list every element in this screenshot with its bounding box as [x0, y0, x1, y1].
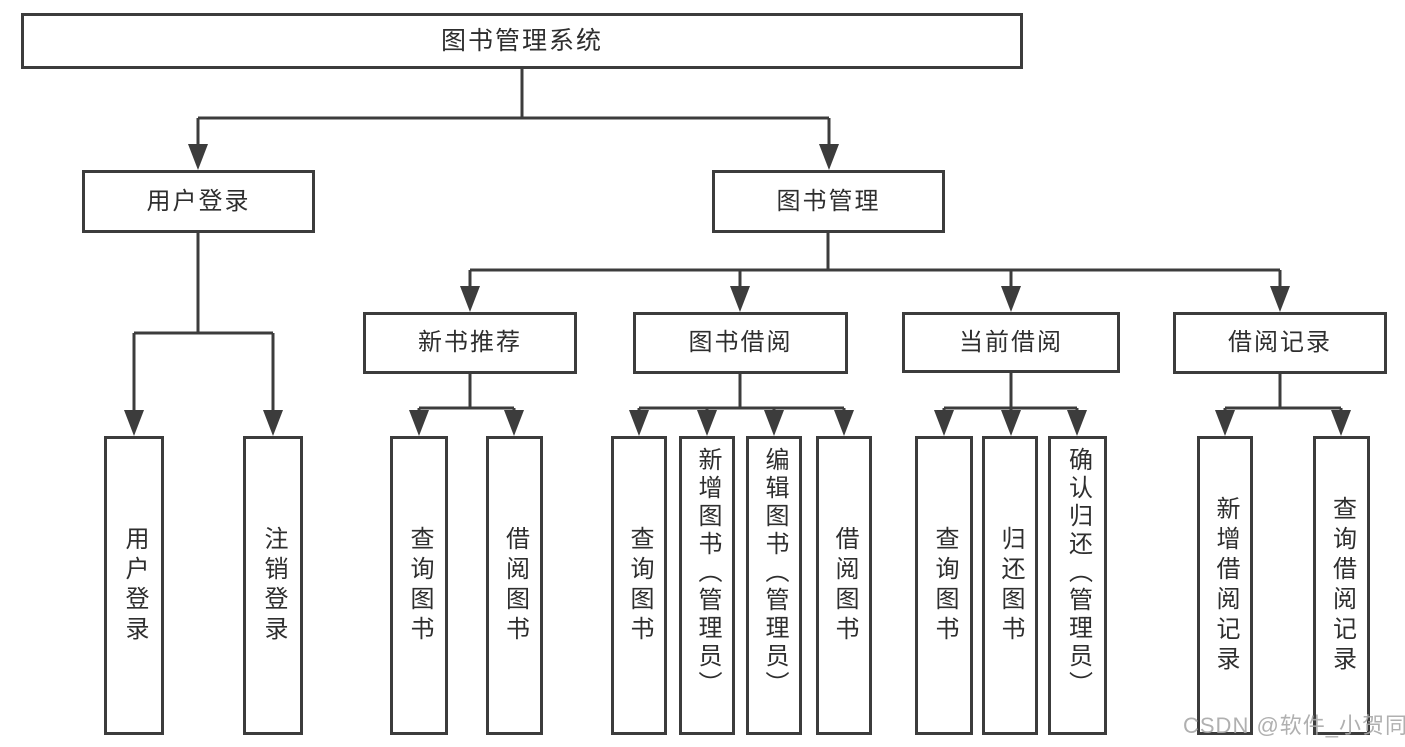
node-system-root: 图书管理系统 — [21, 13, 1023, 69]
leaf-user-login-label: 用户登录 — [121, 525, 148, 646]
leaf-confirm-return-admin: 确认归还（管理员） — [1048, 436, 1107, 735]
leaf-return-books: 归还图书 — [982, 436, 1038, 735]
leaf-query-books-borrow: 查询图书 — [611, 436, 667, 735]
leaf-return-books-label: 归还图书 — [997, 525, 1024, 646]
leaf-borrow-books-recommend: 借阅图书 — [486, 436, 543, 735]
connector-borrow-records-to-leaves — [1215, 373, 1351, 436]
leaf-query-borrow-record-label: 查询借阅记录 — [1328, 495, 1356, 676]
csdn-watermark: CSDN @软件_小贺同学 — [1183, 713, 1405, 738]
node-user-login-label: 用户登录 — [146, 187, 251, 215]
connector-root-to-level2 — [188, 69, 839, 170]
node-new-book-recommend-label: 新书推荐 — [418, 329, 522, 356]
connector-user-login-to-leaves — [124, 233, 283, 436]
node-book-borrow-label: 图书借阅 — [688, 329, 793, 356]
leaf-query-books-borrow-label: 查询图书 — [626, 525, 653, 646]
connector-new-book-recommend-to-leaves — [409, 373, 524, 436]
node-user-login: 用户登录 — [82, 170, 315, 233]
node-borrow-records: 借阅记录 — [1173, 312, 1387, 374]
leaf-logout-label: 注销登录 — [260, 525, 287, 646]
leaf-add-book-admin-label: 新增图书（管理员） — [694, 447, 721, 699]
leaf-add-borrow-record-label: 新增借阅记录 — [1212, 495, 1239, 676]
leaf-query-books-recommend-label: 查询图书 — [406, 525, 433, 646]
connector-book-management-to-level3 — [460, 233, 1290, 312]
leaf-borrow-books: 借阅图书 — [816, 436, 872, 735]
leaf-query-books-current-label: 查询图书 — [931, 525, 958, 646]
node-book-management: 图书管理 — [712, 170, 945, 233]
leaf-add-borrow-record: 新增借阅记录 — [1197, 436, 1253, 735]
leaf-borrow-books-recommend-label: 借阅图书 — [501, 525, 529, 646]
node-new-book-recommend: 新书推荐 — [363, 312, 577, 374]
node-book-borrow: 图书借阅 — [633, 312, 848, 374]
leaf-query-books-recommend: 查询图书 — [390, 436, 448, 735]
node-system-root-label: 图书管理系统 — [440, 26, 603, 55]
leaf-borrow-books-label: 借阅图书 — [831, 525, 858, 646]
connector-current-borrow-to-leaves — [934, 373, 1087, 436]
leaf-query-borrow-record: 查询借阅记录 — [1313, 436, 1370, 735]
leaf-edit-book-admin-label: 编辑图书（管理员） — [761, 447, 788, 699]
leaf-logout: 注销登录 — [243, 436, 303, 735]
node-current-borrow: 当前借阅 — [902, 312, 1120, 373]
node-current-borrow-label: 当前借阅 — [959, 328, 1063, 356]
leaf-user-login: 用户登录 — [104, 436, 164, 735]
leaf-edit-book-admin: 编辑图书（管理员） — [746, 436, 802, 735]
leaf-add-book-admin: 新增图书（管理员） — [679, 436, 735, 735]
node-borrow-records-label: 借阅记录 — [1228, 329, 1332, 356]
leaf-confirm-return-admin-label: 确认归还（管理员） — [1064, 447, 1092, 699]
leaf-query-books-current: 查询图书 — [915, 436, 973, 735]
connector-book-borrow-to-leaves — [629, 373, 854, 436]
node-book-management-label: 图书管理 — [776, 187, 881, 215]
